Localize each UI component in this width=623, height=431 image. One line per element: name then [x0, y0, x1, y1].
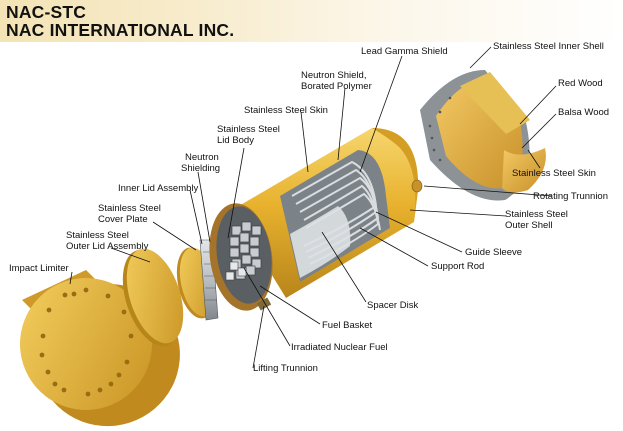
title-company: NAC INTERNATIONAL INC. — [6, 20, 235, 40]
label-ss-outer-shell-2: Outer Shell — [505, 220, 553, 231]
labels: Lead Gamma Shield Stainless Steel Inner … — [9, 41, 609, 374]
label-lifting-trunnion: Lifting Trunnion — [253, 363, 318, 374]
label-ss-inner-shell: Stainless Steel Inner Shell — [493, 41, 604, 52]
impact-limiter — [20, 270, 180, 427]
label-support-rod: Support Rod — [431, 261, 484, 272]
label-ss-lid-body-2: Lid Body — [217, 135, 254, 146]
label-ss-outer-lid-2: Outer Lid Assembly — [66, 241, 149, 252]
shell-cutaway — [420, 70, 546, 201]
label-ss-cover-plate-1: Stainless Steel — [98, 203, 161, 214]
label-inner-lid-assembly: Inner Lid Assembly — [118, 183, 199, 194]
label-ss-skin-right: Stainless Steel Skin — [512, 168, 596, 179]
outer-lid-plate — [122, 248, 184, 347]
title-model: NAC-STC — [6, 2, 87, 22]
label-guide-sleeve: Guide Sleeve — [465, 247, 522, 258]
label-lead-gamma-shield: Lead Gamma Shield — [361, 46, 448, 57]
label-neutron-shield-1: Neutron Shield, — [301, 70, 366, 81]
header-band — [0, 0, 623, 42]
cask-body — [209, 128, 423, 311]
label-ss-outer-lid-1: Stainless Steel — [66, 230, 129, 241]
label-fuel-basket: Fuel Basket — [322, 320, 373, 331]
label-impact-limiter: Impact Limiter — [9, 263, 69, 274]
label-neutron-shielding-1: Neutron — [185, 152, 219, 163]
label-irradiated-fuel: Irradiated Nuclear Fuel — [291, 342, 388, 353]
label-ss-outer-shell-1: Stainless Steel — [505, 209, 568, 220]
label-ss-skin-top: Stainless Steel Skin — [244, 105, 328, 116]
label-spacer-disk: Spacer Disk — [367, 300, 418, 311]
label-neutron-shield-2: Borated Polymer — [301, 81, 372, 92]
leader-lines — [69, 46, 557, 369]
label-ss-lid-body-1: Stainless Steel — [217, 124, 280, 135]
label-neutron-shielding-2: Shielding — [181, 163, 220, 174]
label-balsa-wood: Balsa Wood — [558, 107, 609, 118]
label-ss-cover-plate-2: Cover Plate — [98, 214, 148, 225]
label-rotating-trunnion: Rotating Trunnion — [533, 191, 608, 202]
label-red-wood: Red Wood — [558, 78, 603, 89]
